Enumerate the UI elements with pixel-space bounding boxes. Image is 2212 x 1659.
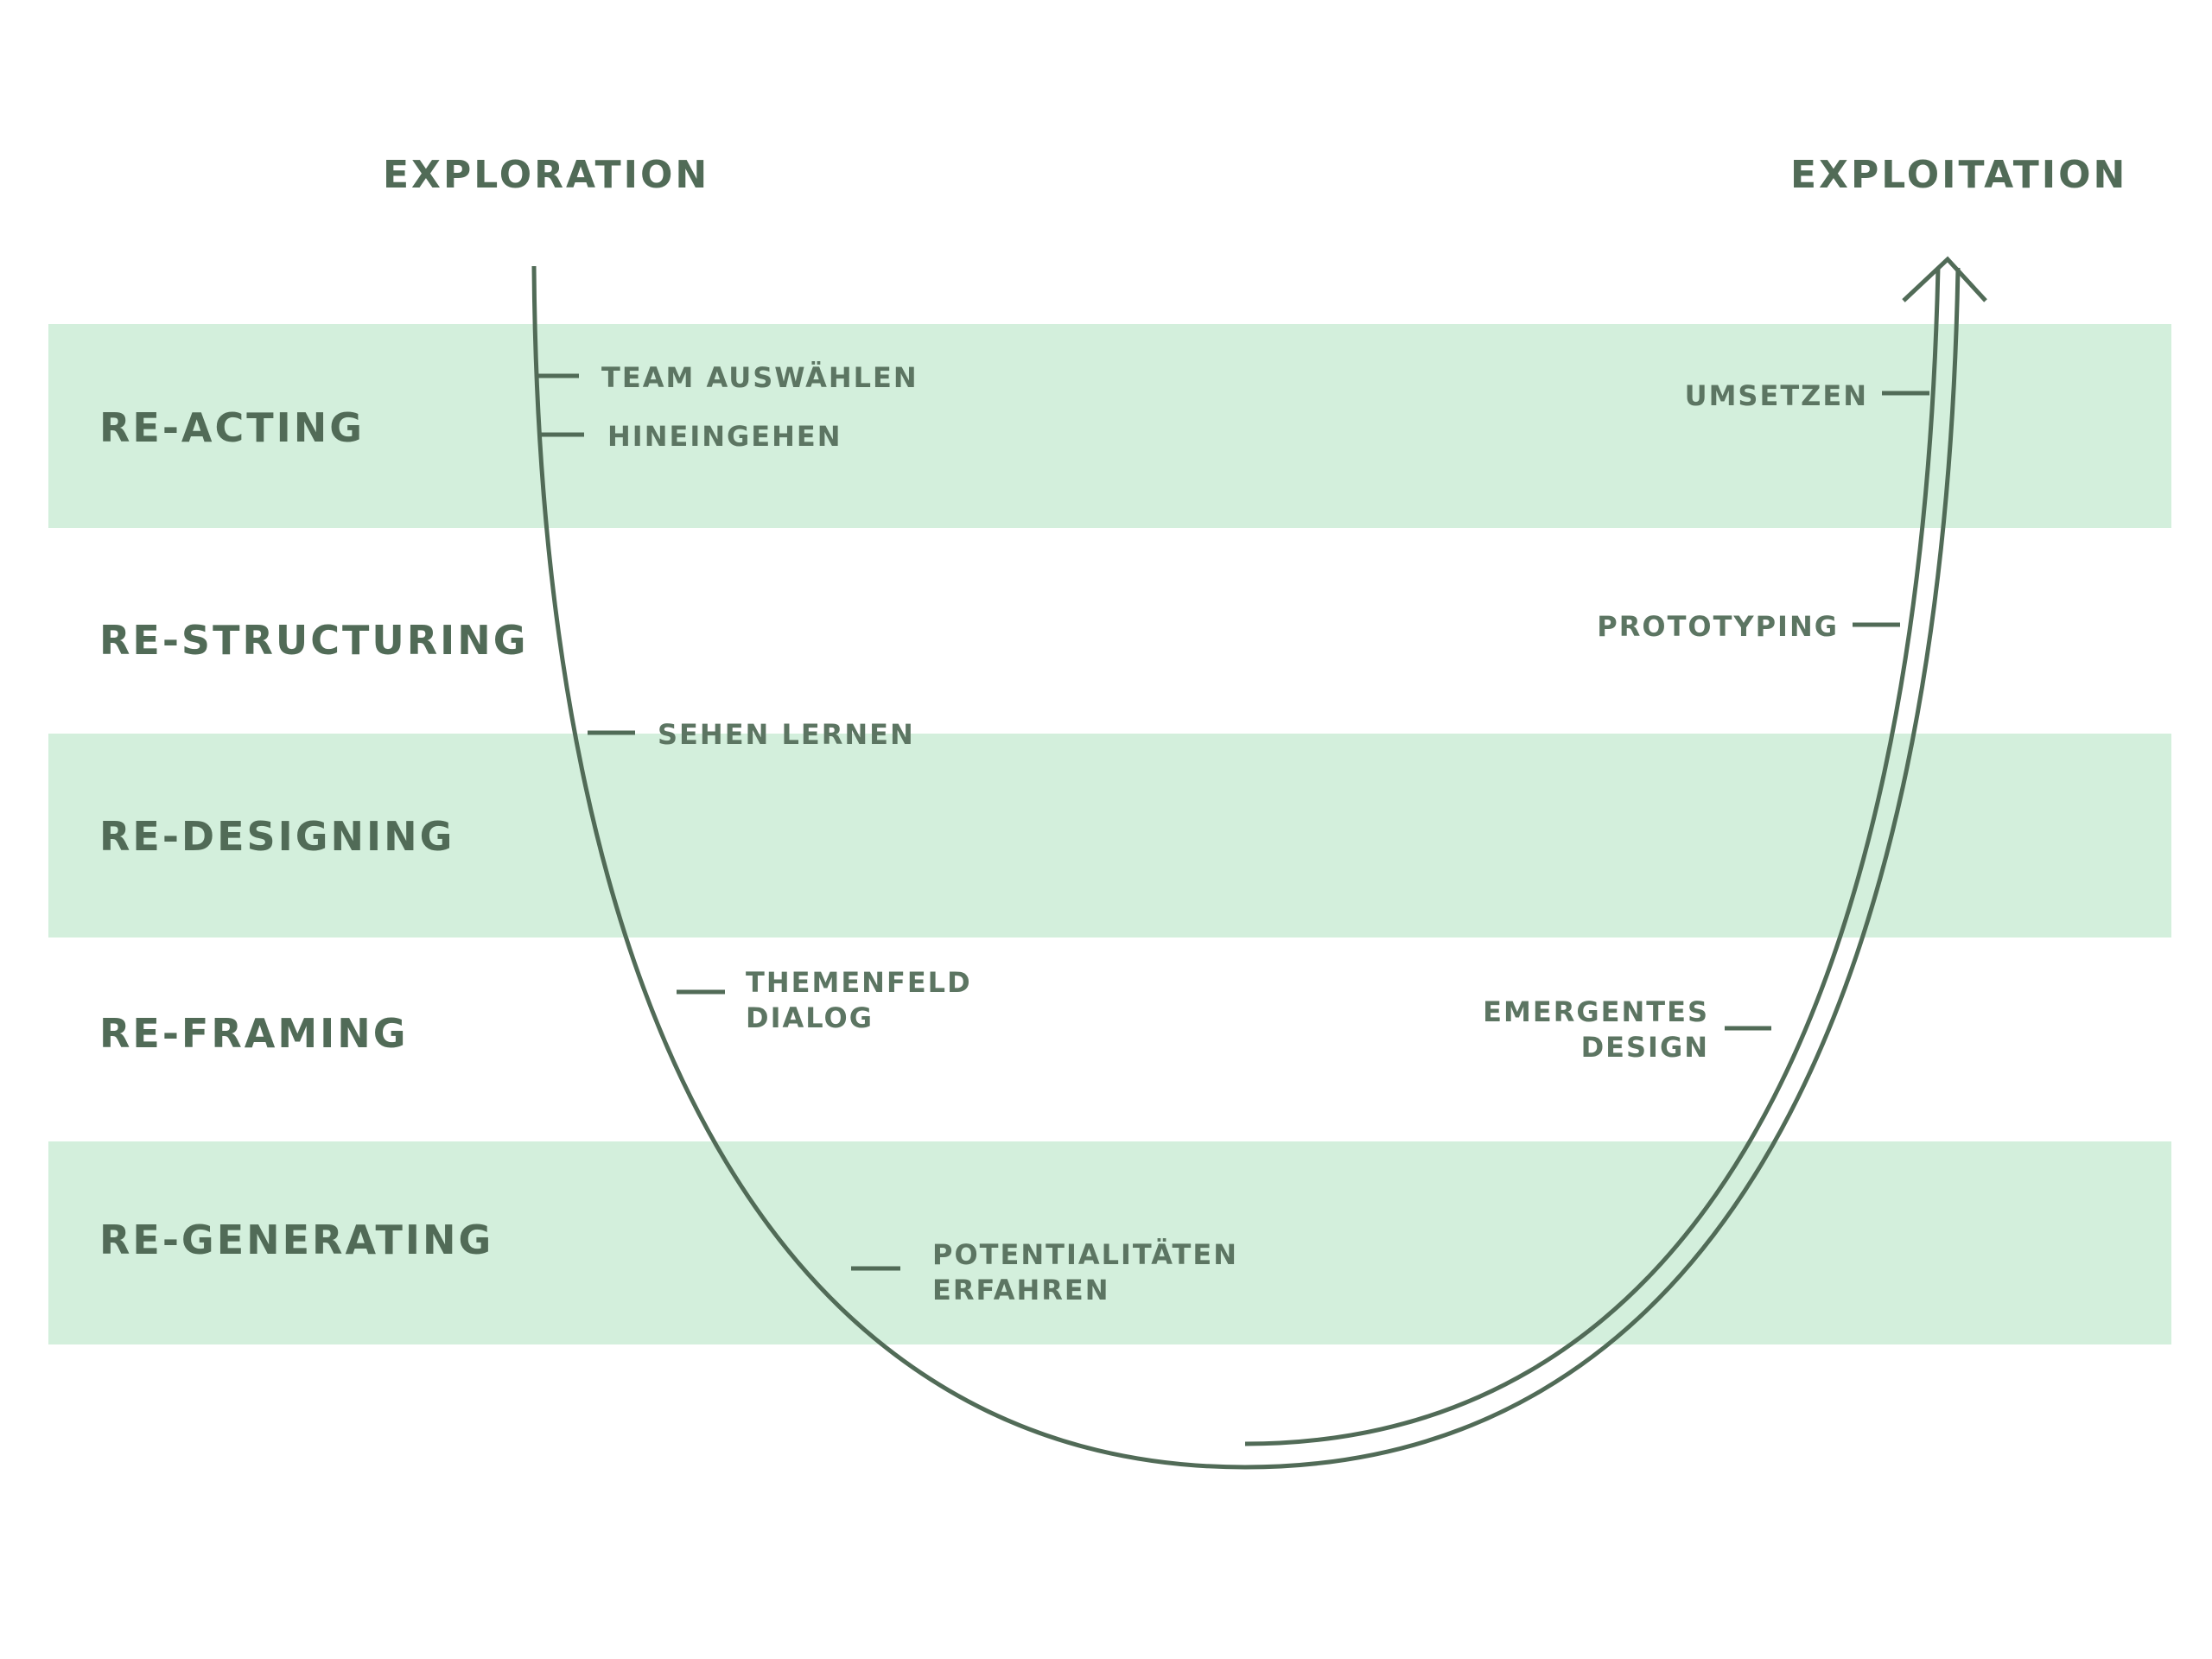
step-erfahren: ERFAHREN: [932, 1274, 1110, 1306]
step-emergentes: EMERGENTES: [1483, 995, 1709, 1028]
exploration-curve: [531, 265, 1246, 1470]
band-re-structuring: [48, 528, 2171, 734]
step-sehen-lernen: SEHEN LERNEN: [658, 718, 915, 751]
band-label-re-designing: RE-DESIGNING: [99, 813, 454, 860]
heading-exploration: EXPLORATION: [383, 153, 709, 197]
band-label-re-generating: RE-GENERATING: [99, 1217, 493, 1263]
exploitation-curve-inner: [1244, 267, 1941, 1446]
step-umsetzen: UMSETZEN: [1685, 379, 1868, 412]
exploration-step-labels: TEAM AUSWÄHLEN HINEINGEHEN SEHEN LERNEN …: [601, 361, 1238, 1306]
band-re-acting: [48, 324, 2171, 528]
step-dialog: DIALOG: [746, 1001, 874, 1034]
band-label-re-acting: RE-ACTING: [99, 404, 365, 451]
arrow-up-icon: [1902, 256, 1987, 302]
exploitation-curve: [1244, 256, 1987, 1470]
band-re-framing: [48, 938, 2171, 1141]
band-backgrounds: [48, 324, 2171, 1344]
exploitation-step-labels: UMSETZEN PROTOTYPING EMERGENTES DESIGN: [1483, 379, 1868, 1064]
band-labels: RE-ACTING RE-STRUCTURING RE-DESIGNING RE…: [99, 404, 529, 1263]
step-themenfeld: THEMENFELD: [746, 966, 972, 999]
step-hineingehen: HINEINGEHEN: [607, 420, 842, 453]
band-label-re-framing: RE-FRAMING: [99, 1010, 409, 1057]
step-design: DESIGN: [1581, 1031, 1709, 1064]
step-potentialitaeten: POTENTIALITÄTEN: [932, 1238, 1238, 1271]
band-re-generating: [48, 1141, 2171, 1344]
heading-exploitation: EXPLOITATION: [1790, 153, 2127, 197]
step-prototyping: PROTOTYPING: [1597, 610, 1839, 643]
exploitation-ticks: [1725, 391, 1929, 1031]
band-re-designing: [48, 734, 2171, 938]
exploitation-curve-outer: [1244, 267, 1961, 1470]
exploration-ticks: [536, 373, 900, 1271]
band-label-re-structuring: RE-STRUCTURING: [99, 617, 529, 664]
step-team-auswaehlen: TEAM AUSWÄHLEN: [601, 361, 918, 394]
